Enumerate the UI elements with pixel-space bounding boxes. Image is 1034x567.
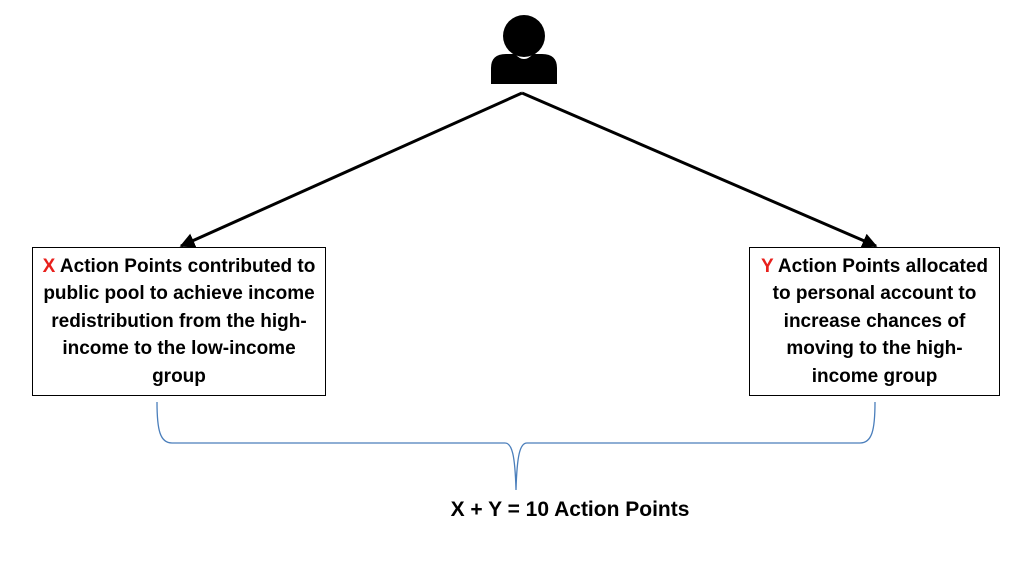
y-variable-label: Y (760, 255, 774, 277)
x-variable-label: X (42, 255, 56, 277)
arrow-to-right-box (521, 91, 878, 248)
equation-label: X + Y = 10 Action Points (450, 498, 690, 521)
y-box-description: Action Points allocated to personal acco… (772, 255, 988, 387)
x-action-points-box: X Action Points contributed to public po… (32, 247, 326, 396)
user-icon (491, 15, 557, 84)
x-box-description: Action Points contributed to public pool… (43, 255, 316, 387)
y-box-text: Y Action Points allocated to personal ac… (756, 253, 993, 391)
x-box-text: X Action Points contributed to public po… (39, 253, 319, 391)
y-action-points-box: Y Action Points allocated to personal ac… (749, 247, 1000, 396)
arrow-to-left-box (179, 91, 523, 248)
curly-brace (156, 401, 876, 491)
